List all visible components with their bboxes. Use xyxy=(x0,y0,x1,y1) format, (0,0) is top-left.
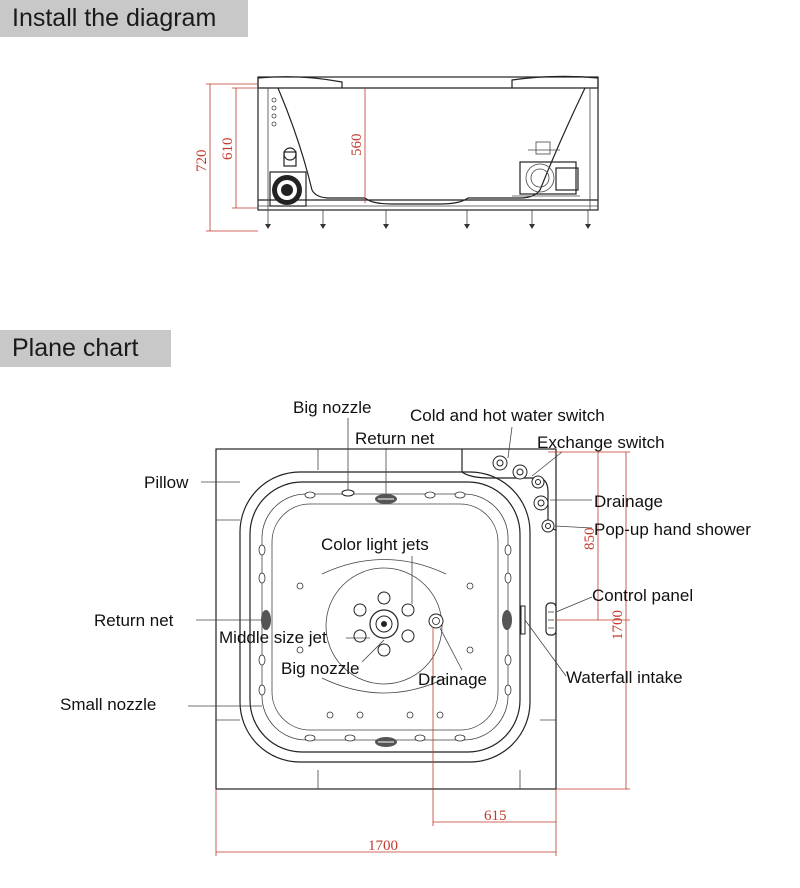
dim-1700-vertical: 1700 xyxy=(610,610,626,640)
headrest-left xyxy=(257,76,343,88)
label-big-nozzle-center: Big nozzle xyxy=(281,659,359,678)
dim-850: 850 xyxy=(582,528,598,551)
side-control-buttons xyxy=(271,97,277,127)
label-exchange-switch: Exchange switch xyxy=(537,433,665,452)
plane-dimensions: 850 1700 615 1700 xyxy=(215,451,630,856)
side-dimensions: 720 610 560 xyxy=(194,83,366,232)
support-legs xyxy=(265,210,591,229)
big-nozzle-top xyxy=(341,489,355,497)
dim-720: 720 xyxy=(194,150,210,173)
control-panel xyxy=(545,602,557,636)
leader-lines xyxy=(188,418,593,707)
control-plate xyxy=(461,449,557,531)
side-frame xyxy=(257,76,599,211)
label-control-panel: Control panel xyxy=(592,586,693,605)
label-popup-shower: Pop-up hand shower xyxy=(594,520,751,539)
install-diagram-title: Install the diagram xyxy=(0,0,248,37)
waterfall-intake xyxy=(520,605,526,635)
label-drainage-center: Drainage xyxy=(418,670,487,689)
label-pillow: Pillow xyxy=(144,473,189,492)
label-return-net-left: Return net xyxy=(94,611,174,630)
label-cold-hot-switch: Cold and hot water switch xyxy=(410,406,605,425)
small-nozzles xyxy=(258,491,512,742)
side-view: 720 610 560 xyxy=(194,75,599,232)
tub-body xyxy=(277,87,586,205)
label-big-nozzle-top: Big nozzle xyxy=(293,398,371,417)
return-net-bottom xyxy=(375,737,397,747)
drainage-corner xyxy=(533,495,549,511)
middle-size-jets xyxy=(353,591,415,657)
cold-hot-switch xyxy=(492,455,528,480)
tub-inner-rim xyxy=(249,481,521,753)
label-middle-size-jet: Middle size jet xyxy=(219,628,327,647)
label-waterfall-intake: Waterfall intake xyxy=(566,668,683,687)
dim-615: 615 xyxy=(484,808,507,824)
return-net-right xyxy=(502,610,512,630)
popup-hand-shower xyxy=(541,519,555,533)
plane-chart-title: Plane chart xyxy=(0,330,171,367)
label-small-nozzle: Small nozzle xyxy=(60,695,156,714)
dim-1700-horizontal: 1700 xyxy=(368,838,398,854)
big-nozzle-center xyxy=(369,609,399,639)
return-net-left xyxy=(261,610,271,630)
center-seat xyxy=(325,567,443,685)
motor-right xyxy=(512,141,580,197)
dim-560: 560 xyxy=(349,134,365,157)
return-net-top xyxy=(375,494,397,504)
plane-labels: Big nozzle Cold and hot water switch Ret… xyxy=(60,398,751,714)
drainage-center xyxy=(428,613,444,629)
tub-rim xyxy=(239,471,531,763)
label-return-net-top: Return net xyxy=(355,429,435,448)
dim-610: 610 xyxy=(220,138,236,161)
exchange-switch xyxy=(531,475,545,489)
plane-view: 850 1700 615 1700 Big nozzle Cold and ho… xyxy=(60,398,751,856)
headrest-right xyxy=(511,75,599,88)
label-drainage-right: Drainage xyxy=(594,492,663,511)
pump-left xyxy=(269,147,307,207)
label-color-light-jets: Color light jets xyxy=(321,535,429,554)
